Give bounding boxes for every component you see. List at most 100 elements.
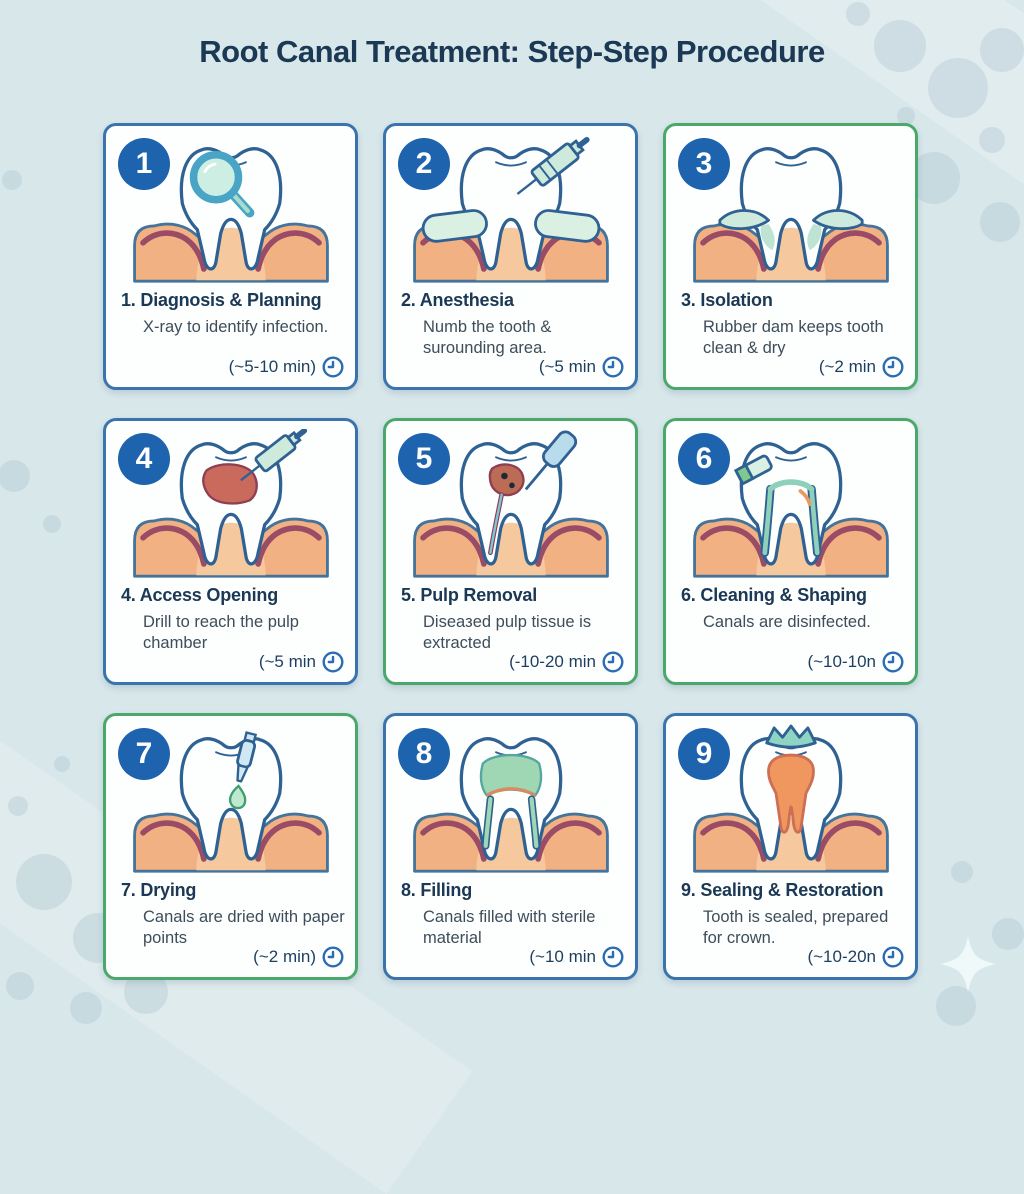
background-dot [979, 127, 1005, 153]
background-dot [874, 20, 926, 72]
step-card-8: 8 8. Filling Canals filled with sterile … [383, 713, 638, 980]
gum-line-left [139, 525, 207, 567]
step-title: 4. Access Opening [121, 585, 278, 605]
step-number-badge: 1 [118, 138, 170, 190]
step-number-badge: 7 [118, 728, 170, 780]
tooth-diagram [692, 442, 889, 578]
background-dot [980, 28, 1024, 72]
step-number-badge: 4 [118, 433, 170, 485]
tooth-illustration [386, 429, 635, 581]
duration: (~2 min) [253, 945, 345, 969]
gum-line-right [254, 820, 322, 862]
background-dot [6, 972, 34, 1000]
step-card-3: 3 3. Isolation Rubber dam keeps tooth cl… [663, 123, 918, 390]
tooth-diagram [412, 737, 609, 873]
step-description: Rubber dam keeps tooth clean & dry [703, 318, 884, 358]
background-dot [16, 854, 72, 910]
step-number-badge: 2 [398, 138, 450, 190]
duration: (~5 min [259, 650, 345, 674]
steps-grid: 1 1. Diagnosis & Planning X-ray to ident… [103, 123, 918, 980]
tooth-illustration [386, 134, 635, 286]
gum-line-right [254, 230, 322, 272]
background-dot [8, 796, 28, 816]
duration-text: (-10-20 min [509, 652, 596, 671]
clock-icon [602, 356, 624, 378]
step-description: Numb the tooth & surounding area. [423, 318, 552, 358]
clock-icon [322, 946, 344, 968]
clock-icon [322, 651, 344, 673]
duration-text: (~10-10n [807, 652, 876, 671]
gum-line-right [814, 820, 882, 862]
tooth-illustration [666, 429, 915, 581]
gum-line-left [139, 820, 207, 862]
background-dot [951, 861, 973, 883]
filled-canals-icon [479, 753, 542, 850]
tooth-groove [214, 456, 247, 462]
step-title: 3. Isolation [681, 290, 773, 310]
background-dot [54, 756, 70, 772]
clock-icon [322, 356, 344, 378]
step-description: Drill to reach the pulp chamber [143, 613, 299, 653]
tooth-groove [494, 456, 527, 462]
clock-icon [602, 651, 624, 673]
step-title: 2. Anesthesia [401, 290, 514, 310]
tooth-diagram [692, 147, 889, 283]
step-card-4: 4 4. Access Opening Drill to reach the p… [103, 418, 358, 685]
rubber-pads [421, 209, 600, 243]
background-dot [2, 170, 22, 190]
step-title: 8. Filling [401, 880, 473, 900]
crown-icon [764, 724, 817, 834]
duration-text: (~5-10 min) [228, 357, 316, 376]
duration-text: (~5 min [538, 357, 596, 376]
step-description: Canals are dried with paper points [143, 908, 345, 948]
clock-icon [602, 946, 624, 968]
step-title: 6. Cleaning & Shaping [681, 585, 867, 605]
gum-line-left [699, 820, 767, 862]
tooth-diagram [132, 429, 329, 578]
tooth-groove [774, 456, 807, 462]
drill-icon [201, 429, 307, 505]
step-card-7: 7 7. Drying Canals are dried with paper … [103, 713, 358, 980]
page-title: Root Canal Treatment: Step-Step Procedur… [199, 34, 825, 69]
cavity [201, 463, 258, 505]
step-card-2: 2 2. Anesthesia Numb the tooth & suround… [383, 123, 638, 390]
canal-file-icon [733, 454, 821, 557]
step-description: Canals are disinfected. [703, 613, 871, 631]
gum-line-left [419, 525, 487, 567]
tooth-diagram [692, 724, 889, 873]
step-number-badge: 8 [398, 728, 450, 780]
step-description: X-ray to identify infection. [143, 318, 329, 336]
magnifier-icon [189, 151, 254, 218]
duration-text: (~10 min [529, 947, 596, 966]
tooth-groove [494, 161, 527, 167]
tooth-illustration [106, 134, 355, 286]
background-dot [897, 107, 915, 125]
tooth-illustration [666, 134, 915, 286]
gum-line-left [419, 820, 487, 862]
inner-pulp [766, 753, 815, 834]
rubber-dam-icon [717, 209, 864, 251]
gum-line-right [534, 820, 602, 862]
step-number-badge: 5 [398, 433, 450, 485]
gum-line-right [254, 525, 322, 567]
step-number-badge: 9 [678, 728, 730, 780]
background-dot [846, 2, 870, 26]
step-card-1: 1 1. Diagnosis & Planning X-ray to ident… [103, 123, 358, 390]
duration: (~5-10 min) [229, 355, 345, 379]
duration-text: (~10-20n [807, 947, 876, 966]
tooth-diagram [132, 147, 329, 283]
tooth [459, 442, 562, 566]
duration-text: (~2 min) [253, 947, 316, 966]
duration: (~5 min [539, 355, 625, 379]
tooth-illustration [666, 724, 915, 876]
background-dot [0, 460, 30, 492]
step-title: 5. Pulp Removal [401, 585, 538, 605]
duration: (~2 min [819, 355, 905, 379]
duration-text: (~5 min [258, 652, 316, 671]
syringe-icon [516, 136, 590, 195]
gum-line-left [139, 230, 207, 272]
duration: (~10-20n [807, 945, 905, 969]
background-dot [928, 58, 988, 118]
step-card-6: 6 6. Cleaning & Shaping Canals are disin… [663, 418, 918, 685]
tooth-diagram [412, 430, 609, 578]
